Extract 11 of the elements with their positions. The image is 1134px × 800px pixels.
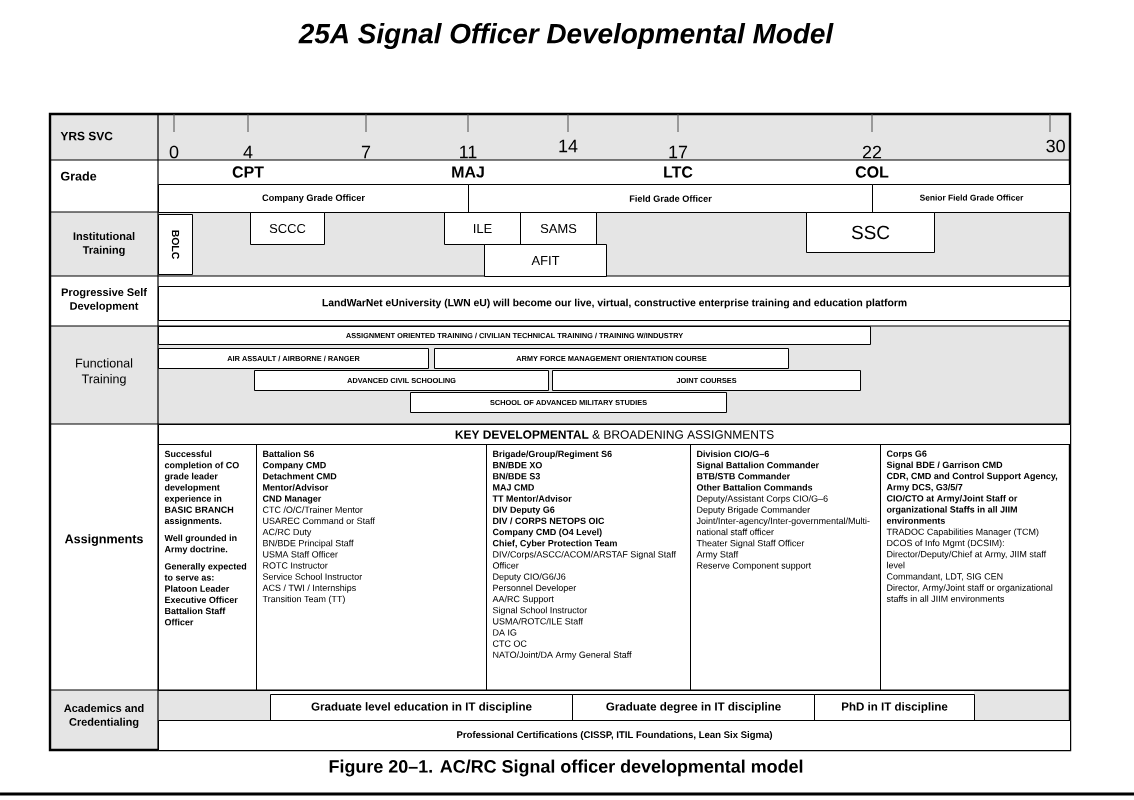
tick-label: 7 <box>361 145 371 159</box>
tick-label: 22 <box>862 145 882 159</box>
title: 25A Signal Officer Developmental Model <box>298 23 834 49</box>
course-box: SSC <box>806 212 935 253</box>
tick-label: 4 <box>243 145 253 159</box>
tick-label: 17 <box>669 145 688 159</box>
tick-label: 14 <box>559 139 578 153</box>
tick-label: 30 <box>1046 139 1065 153</box>
caption: Figure 20–1. AC/RC Signal officer developmental model <box>329 759 803 777</box>
tick-label: 0 <box>169 145 179 159</box>
tick-label: 11 <box>460 145 477 159</box>
